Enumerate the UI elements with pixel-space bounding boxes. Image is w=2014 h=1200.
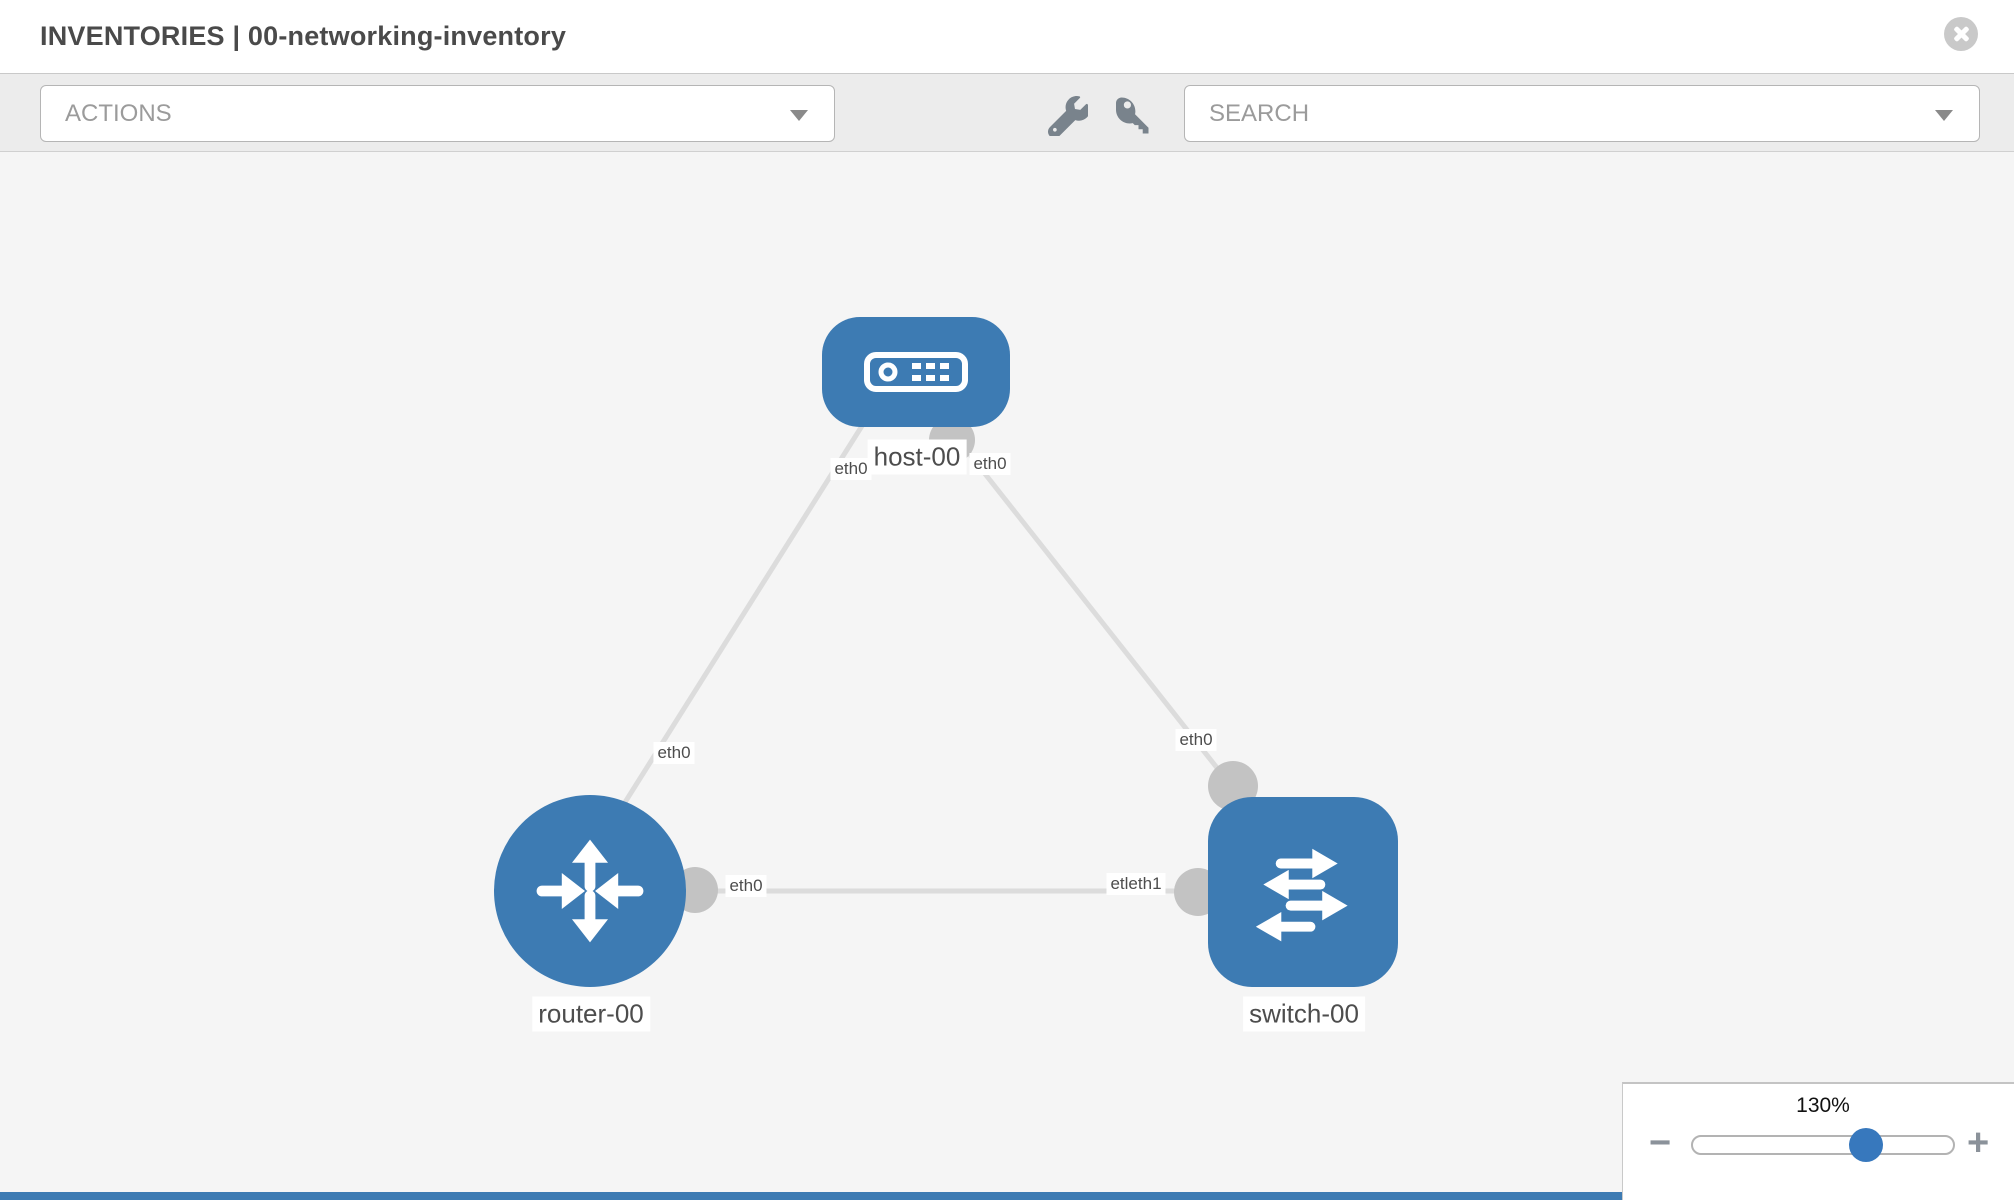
zoom-slider-thumb[interactable] <box>1849 1128 1883 1162</box>
wrench-button[interactable] <box>1047 96 1091 139</box>
zoom-in-button[interactable]: + <box>1967 1122 1990 1164</box>
node-label-router-00: router-00 <box>532 996 650 1032</box>
iface-label: eth0 <box>1175 729 1217 751</box>
key-button[interactable] <box>1116 96 1156 136</box>
key-icon <box>1116 97 1149 134</box>
search-dropdown[interactable]: SEARCH <box>1184 85 1980 142</box>
chevron-down-icon <box>790 110 808 121</box>
links-layer <box>597 408 1260 916</box>
router-icon <box>536 839 644 943</box>
close-button[interactable] <box>1944 17 1978 51</box>
chevron-down-icon <box>1935 110 1953 121</box>
zoom-slider-track[interactable] <box>1691 1128 1955 1162</box>
actions-dropdown-label: ACTIONS <box>65 99 172 127</box>
iface-label: eth0 <box>653 742 695 764</box>
iface-label: etleth1 <box>1106 873 1166 895</box>
node-host-00[interactable] <box>822 317 1010 427</box>
wrench-icon <box>1047 96 1091 139</box>
host-icon <box>864 352 968 392</box>
header: INVENTORIES | 00-networking-inventory <box>0 0 2014 73</box>
zoom-out-button[interactable]: − <box>1649 1122 1672 1164</box>
iface-label: eth0 <box>830 458 872 480</box>
links <box>597 408 1260 894</box>
zoom-control-panel: 130% − + <box>1622 1082 2014 1200</box>
search-dropdown-label: SEARCH <box>1209 99 1310 127</box>
node-label-host-00: host-00 <box>867 439 967 475</box>
zoom-percentage: 130% <box>1796 1094 1850 1117</box>
node-switch-00[interactable] <box>1208 797 1398 987</box>
actions-dropdown[interactable]: ACTIONS <box>40 85 835 142</box>
topology-canvas[interactable]: eth0 eth0 eth0 eth0 eth0 etleth1 host-00… <box>0 152 2014 1200</box>
bottom-accent-bar <box>0 1192 1622 1200</box>
iface-label: eth0 <box>725 875 767 897</box>
link-ports <box>672 417 1258 916</box>
page-title: INVENTORIES | 00-networking-inventory <box>40 21 567 51</box>
node-router-00[interactable] <box>494 795 686 987</box>
toolbar: ACTIONS SEARCH <box>0 73 2014 152</box>
iface-label: eth0 <box>969 453 1011 475</box>
node-label-switch-00: switch-00 <box>1243 996 1365 1032</box>
switch-icon <box>1255 848 1348 942</box>
